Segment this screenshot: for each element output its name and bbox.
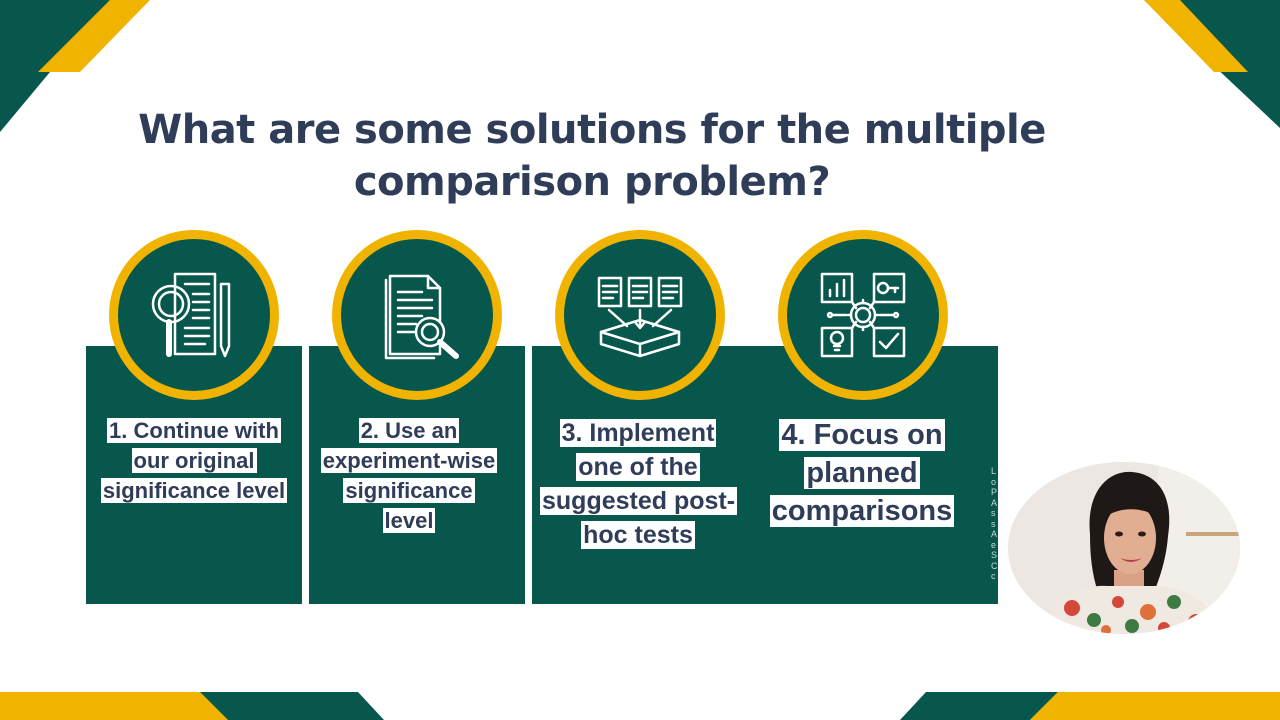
corner-decoration-top-right bbox=[1144, 0, 1280, 128]
solution-label-2-text: 2. Use an experiment-wise significance l… bbox=[320, 418, 498, 533]
solution-label-3: 3. Implement one of the suggested post-h… bbox=[540, 416, 738, 552]
solution-label-3-text: 3. Implement one of the suggested post-h… bbox=[540, 419, 738, 549]
presenter-video-thumbnail bbox=[1008, 462, 1240, 634]
solution-label-2: 2. Use an experiment-wise significance l… bbox=[318, 416, 500, 536]
solution-label-1: 1. Continue with our original significan… bbox=[96, 416, 292, 506]
solution-icon-circle-1 bbox=[109, 230, 279, 400]
research-document-magnifier-icon bbox=[151, 272, 231, 358]
bottom-band-left bbox=[0, 692, 384, 720]
solution-label-4: 4. Focus on planned comparisons bbox=[764, 416, 960, 530]
bottom-band-right bbox=[900, 692, 1280, 720]
solution-icon-circle-2 bbox=[332, 230, 502, 400]
solution-label-1-text: 1. Continue with our original significan… bbox=[100, 418, 288, 503]
planning-gear-grid-icon bbox=[820, 272, 906, 358]
corner-decoration-top-left bbox=[0, 0, 150, 132]
slide-title: What are some solutions for the multiple… bbox=[0, 104, 1184, 208]
document-search-icon bbox=[384, 274, 459, 360]
solution-icon-circle-4 bbox=[778, 230, 948, 400]
clipped-side-text: LoPAssAeSCc bbox=[991, 466, 998, 581]
solution-label-4-text: 4. Focus on planned comparisons bbox=[769, 419, 955, 527]
solution-icon-circle-3 bbox=[555, 230, 725, 400]
presenter-video[interactable] bbox=[1008, 462, 1240, 634]
documents-into-box-icon bbox=[597, 276, 683, 358]
slide-title-line-2: comparison problem? bbox=[353, 159, 831, 205]
slide-title-line-1: What are some solutions for the multiple bbox=[138, 107, 1046, 153]
